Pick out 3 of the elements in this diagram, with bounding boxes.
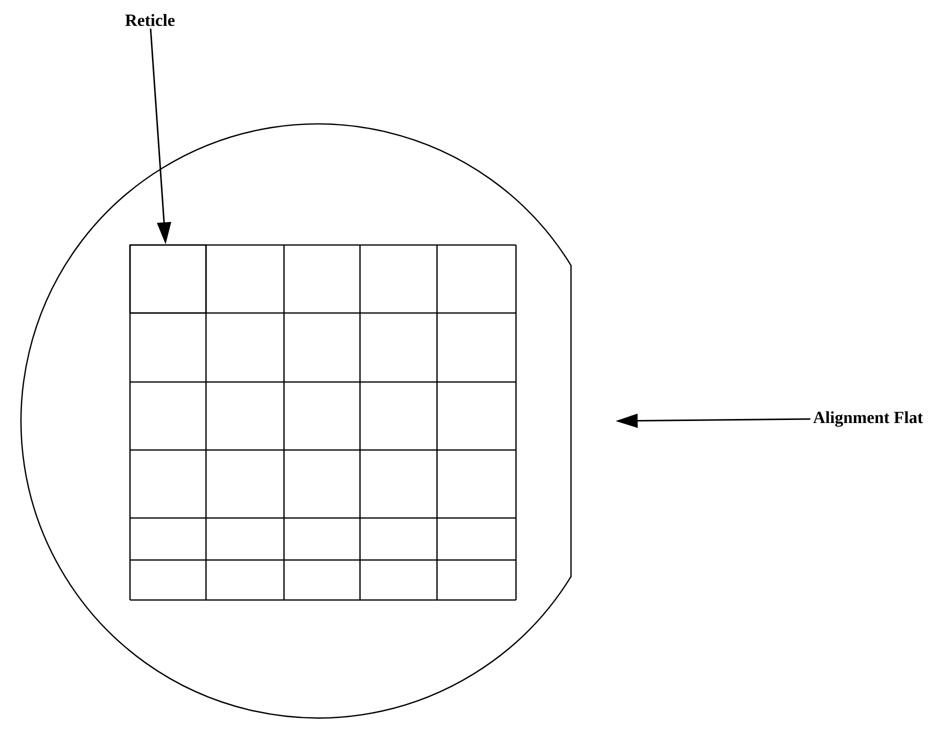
callout-label: Reticle	[125, 14, 175, 26]
callout-label: Alignment Flat	[813, 411, 923, 427]
wafer-drawing	[20, 123, 572, 719]
